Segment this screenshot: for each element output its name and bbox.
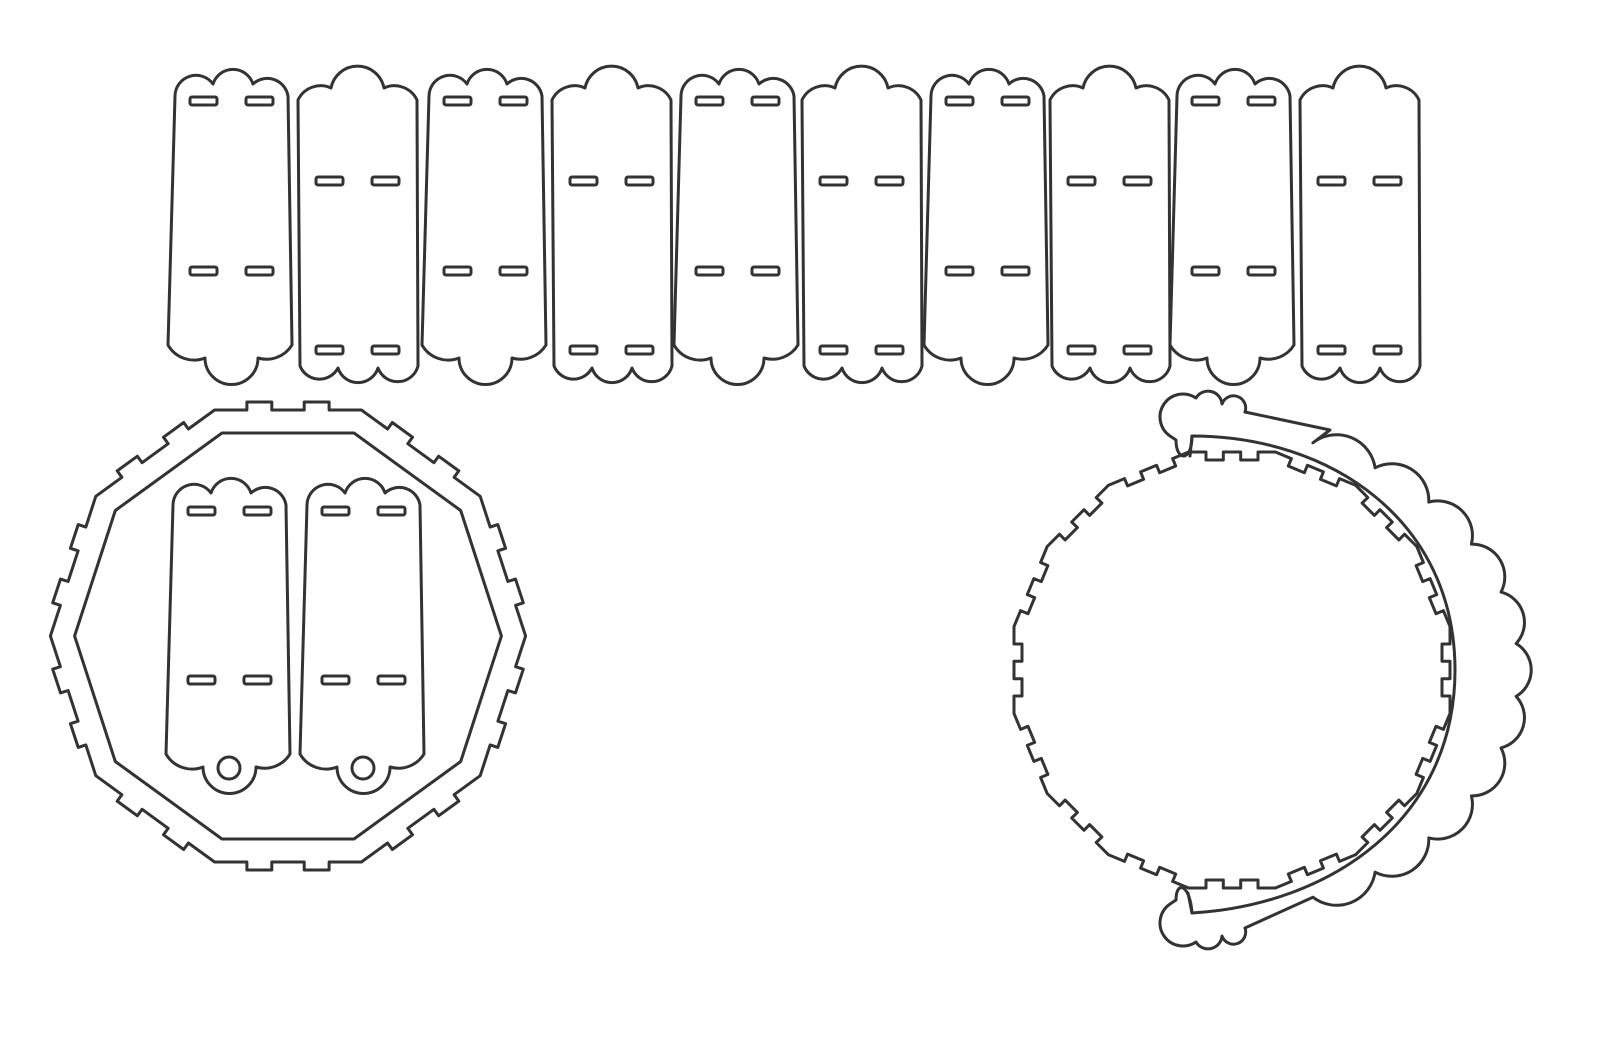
panel-b xyxy=(1048,64,1172,385)
panel-outline xyxy=(550,64,674,385)
hanging-hole xyxy=(350,755,376,781)
inner-panel xyxy=(298,476,426,795)
panel-outline xyxy=(164,476,292,795)
slot xyxy=(320,674,351,686)
slot xyxy=(1066,175,1097,187)
panel-outline xyxy=(298,476,426,795)
slot xyxy=(242,505,273,517)
right-gear-assembly xyxy=(1012,389,1533,951)
slot xyxy=(1000,265,1031,277)
slot xyxy=(624,344,655,356)
hanging-hole xyxy=(216,755,242,781)
slot xyxy=(568,344,599,356)
gear-outline xyxy=(48,400,528,872)
slot xyxy=(1122,175,1153,187)
slot xyxy=(442,265,473,277)
slot xyxy=(442,95,473,107)
slot xyxy=(874,344,905,356)
slot xyxy=(1246,95,1277,107)
slot xyxy=(1316,344,1347,356)
panel-b xyxy=(296,64,420,385)
panel-outline xyxy=(420,67,548,386)
slot xyxy=(376,674,407,686)
slot xyxy=(750,95,781,107)
slot xyxy=(694,265,725,277)
panel-a xyxy=(672,67,800,386)
slot xyxy=(186,505,217,517)
panel-outline xyxy=(1168,67,1296,386)
panel-b xyxy=(800,64,924,385)
slot xyxy=(818,344,849,356)
inner-decagon xyxy=(73,431,503,841)
slot xyxy=(370,175,401,187)
slot xyxy=(498,95,529,107)
panel-a xyxy=(1168,67,1296,386)
slot xyxy=(1066,344,1097,356)
panel-outline xyxy=(1048,64,1172,385)
gear-outline xyxy=(1012,450,1452,890)
slot xyxy=(1190,95,1221,107)
slot xyxy=(188,95,219,107)
slot xyxy=(1190,265,1221,277)
panel-outline xyxy=(296,64,420,385)
panel-a xyxy=(166,67,294,386)
slot xyxy=(376,505,407,517)
slot xyxy=(1122,344,1153,356)
slot xyxy=(944,265,975,277)
slot xyxy=(498,265,529,277)
slot xyxy=(944,95,975,107)
slot xyxy=(242,674,273,686)
slot xyxy=(314,175,345,187)
panel-outline xyxy=(166,67,294,386)
panel-a xyxy=(420,67,548,386)
left-gear-assembly xyxy=(48,400,528,872)
slot xyxy=(694,95,725,107)
slot xyxy=(568,175,599,187)
slot xyxy=(624,175,655,187)
slot xyxy=(244,95,275,107)
panel-outline xyxy=(672,67,800,386)
panel-b xyxy=(550,64,674,385)
slot xyxy=(874,175,905,187)
slot xyxy=(186,674,217,686)
panel-outline xyxy=(922,67,1050,386)
slot xyxy=(1316,175,1347,187)
panel-outline xyxy=(1298,64,1422,385)
strap-inner-edge xyxy=(1186,434,1457,915)
inner-panel xyxy=(164,476,292,795)
panel-b xyxy=(1298,64,1422,385)
slot xyxy=(750,265,781,277)
top-panel-row xyxy=(166,64,1422,386)
strap-scalloped-edge xyxy=(1243,410,1533,930)
slot xyxy=(1000,95,1031,107)
slot xyxy=(314,344,345,356)
slot xyxy=(320,505,351,517)
panel-a xyxy=(922,67,1050,386)
strap-bottom-knob xyxy=(1158,886,1248,951)
slot xyxy=(370,344,401,356)
slot xyxy=(188,265,219,277)
slot xyxy=(244,265,275,277)
slot xyxy=(1372,175,1403,187)
strap-top-knob xyxy=(1158,389,1248,458)
slot xyxy=(1246,265,1277,277)
slot xyxy=(1372,344,1403,356)
panel-outline xyxy=(800,64,924,385)
slot xyxy=(818,175,849,187)
